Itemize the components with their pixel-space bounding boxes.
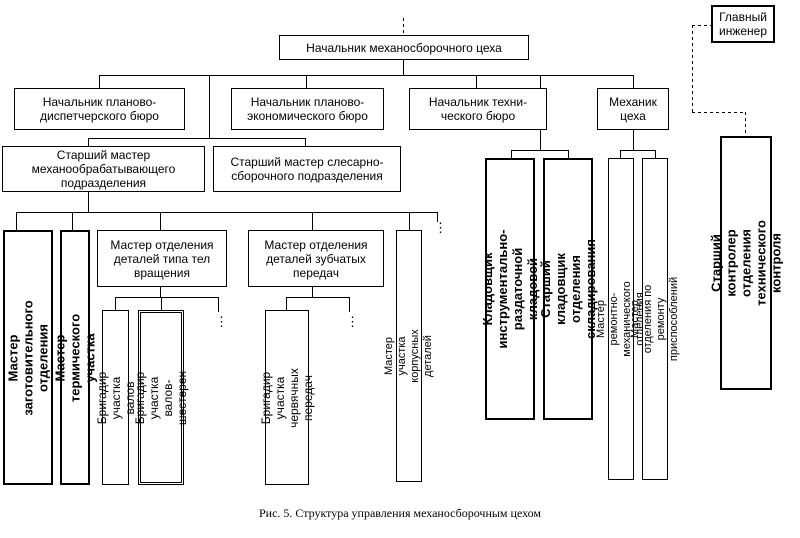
shop-head-label: Начальник механосборочного цеха: [306, 40, 502, 55]
senior-controller-label: Старший контролер отделения технического…: [708, 220, 784, 306]
figure-caption: Рис. 5. Структура управления механосборо…: [258, 506, 542, 520]
economic-bureau-box: Начальник планово- экономического бюро: [231, 88, 384, 130]
gear-master-label: Мастер отделения деталей зубчатых переда…: [264, 237, 368, 280]
repair-fixtures-master-box: Мастер отделения по ремонту приспособлен…: [629, 158, 680, 480]
technical-bureau-box: Начальник техни- ческого бюро: [409, 88, 547, 130]
worm-brigadier-label: Бригадир участка червячных передач: [259, 367, 315, 428]
economic-bureau-label: Начальник планово- экономического бюро: [247, 95, 368, 123]
shaft-gears-brigadier-box: Бригадир участка валов-шестерен: [133, 310, 189, 485]
gear-master-box: Мастер отделения деталей зубчатых переда…: [248, 230, 384, 287]
dispatch-bureau-box: Начальник планово- диспетчерского бюро: [14, 88, 185, 130]
senior-controller-box: Старший контролер отделения технического…: [709, 136, 784, 390]
rotation-master-label: Мастер отделения деталей типа тел вращен…: [110, 237, 214, 280]
body-parts-master-label: Мастер участка корпусных деталей: [383, 329, 434, 383]
thermal-master-label: Мастер термического участка: [52, 313, 98, 402]
ellipsis-rotation-brigadiers: ⋮: [215, 314, 228, 329]
blank-master-box: Мастер заготовительного отделения: [3, 230, 53, 485]
worm-brigadier-box: Бригадир участка червячных передач: [259, 310, 315, 485]
shaft-gears-brigadier-label: Бригадир участка валов-шестерен: [133, 370, 189, 425]
senior-master-assembly-label: Старший мастер слесарно- сборочного подр…: [230, 155, 384, 183]
tool-storekeeper-box: Кладовщик инструментально- раздаточной к…: [480, 158, 540, 420]
dispatch-bureau-label: Начальник планово- диспетчерского бюро: [40, 95, 159, 123]
mechanic-label: Механик цеха: [609, 95, 657, 123]
ellipsis-masters: ⋮: [434, 220, 447, 235]
technical-bureau-label: Начальник техни- ческого бюро: [428, 95, 528, 123]
senior-master-assembly-box: Старший мастер слесарно- сборочного подр…: [213, 146, 401, 192]
body-parts-master-box: Мастер участка корпусных деталей: [383, 230, 434, 482]
mechanic-box: Механик цеха: [597, 88, 669, 130]
blank-master-label: Мастер заготовительного отделения: [5, 299, 51, 416]
chief-engineer-label: Главный инженер: [718, 10, 767, 38]
shop-head-box: Начальник механосборочного цеха: [279, 35, 529, 60]
ellipsis-gear-brigadiers: ⋮: [346, 314, 359, 329]
repair-mechanical-master-box: Мастер ремонтно-механического отделения: [595, 158, 646, 480]
senior-master-machining-box: Старший мастер механообрабатывающего под…: [2, 146, 205, 192]
tool-storekeeper-label: Кладовщик инструментально- раздаточной к…: [480, 229, 540, 349]
chief-engineer-box: Главный инженер: [711, 5, 775, 43]
shafts-brigadier-label: Бригадир участка валов: [94, 371, 137, 424]
rotation-master-box: Мастер отделения деталей типа тел вращен…: [97, 230, 227, 287]
thermal-master-box: Мастер термического участка: [53, 230, 98, 485]
repair-fixtures-master-label: Мастер отделения по ремонту приспособлен…: [629, 276, 680, 362]
senior-master-machining-label: Старший мастер механообрабатывающего под…: [31, 148, 176, 190]
shafts-brigadier-box: Бригадир участка валов: [95, 310, 137, 485]
senior-warehouse-storekeeper-box: Старший кладовщик отделения складировани…: [538, 158, 598, 420]
senior-warehouse-storekeeper-label: Старший кладовщик отделения складировани…: [538, 239, 598, 339]
